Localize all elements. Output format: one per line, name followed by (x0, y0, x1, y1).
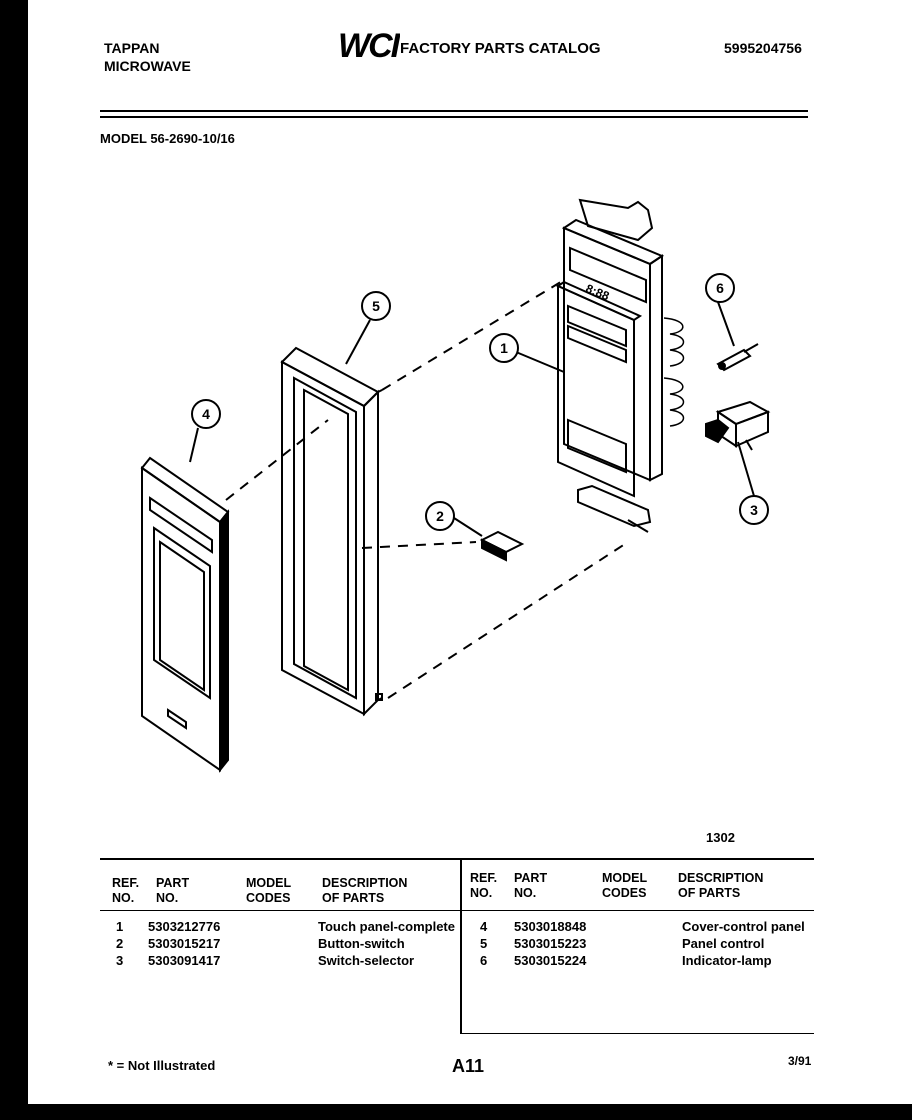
table-header-rule-right (462, 910, 814, 911)
part-1-touch-panel (555, 198, 685, 533)
table-rule-bottom (462, 1033, 814, 1034)
catalog-sheet: TAPPAN MICROWAVE WCI FACTORY PARTS CATAL… (28, 0, 912, 1104)
row-part: 5303015217 (148, 936, 221, 951)
right-header-desc: DESCRIPTION OF PARTS (678, 871, 764, 900)
header-rule-top (100, 110, 808, 112)
header-rule-bottom (100, 116, 808, 118)
callout-1-circle (489, 333, 519, 363)
left-header-ref: REF. NO. (112, 876, 140, 905)
wci-logo-text: WCI (338, 28, 400, 64)
not-illustrated-note: * = Not Illustrated (108, 1058, 216, 1073)
model-number: MODEL 56-2690-10/16 (100, 131, 235, 146)
row-ref: 6 (480, 953, 488, 968)
callout-5-label: 5 (372, 298, 380, 314)
row-part: 5303015223 (514, 936, 587, 951)
exploded-diagram: 1 2 3 4 5 6 8:88 (140, 198, 771, 773)
page-number: A11 (452, 1056, 485, 1076)
part-3-switch-selector (705, 400, 771, 451)
row-desc: Panel control (682, 936, 765, 951)
row-ref: 4 (480, 919, 488, 934)
row-part: 5303018848 (514, 919, 587, 934)
callout-2-circle (425, 501, 455, 531)
assembly-lines (225, 279, 629, 699)
callout-4-label: 4 (202, 406, 210, 422)
row-desc: Cover-control panel (682, 919, 805, 934)
right-header-part: PART NO. (514, 871, 548, 900)
row-desc: Indicator-lamp (682, 953, 772, 968)
row-desc: Touch panel-complete (318, 919, 455, 934)
left-header-part: PART NO. (156, 876, 190, 905)
row-desc: Button-switch (318, 936, 405, 951)
callout-5-circle (361, 291, 391, 321)
callout-3-label: 3 (750, 502, 758, 518)
callout-6-circle (705, 273, 735, 303)
right-header-codes: MODEL CODES (602, 871, 648, 900)
row-ref: 2 (116, 936, 124, 951)
row-ref: 1 (116, 919, 124, 934)
callout-2-label: 2 (436, 508, 444, 524)
row-ref: 5 (480, 936, 488, 951)
callout-6-label: 6 (716, 280, 724, 296)
callout-4-circle (191, 399, 221, 429)
left-header-codes: MODEL CODES (246, 876, 292, 905)
table-rule-top (100, 858, 814, 860)
part-5-panel-control (280, 346, 383, 717)
callout-3-circle (739, 495, 769, 525)
wci-logo: WCI (336, 27, 404, 65)
part-6-indicator-lamp (716, 343, 759, 372)
catalog-title: FACTORY PARTS CATALOG (400, 40, 601, 57)
part-2-button-switch (479, 530, 525, 562)
row-part: 5303091417 (148, 953, 221, 968)
left-header-desc: DESCRIPTION OF PARTS (322, 876, 408, 905)
row-ref: 3 (116, 953, 124, 968)
brand-line-2: MICROWAVE (104, 58, 191, 74)
row-part: 5303212776 (148, 919, 221, 934)
right-header-ref: REF. NO. (470, 871, 498, 900)
row-part: 5303015224 (514, 953, 587, 968)
catalog-number: 5995204756 (724, 40, 802, 56)
brand-line-1: TAPPAN (104, 40, 160, 56)
figure-number: 1302 (706, 830, 735, 845)
table-divider (460, 858, 462, 1034)
callout-1-label: 1 (500, 340, 508, 356)
table-header-rule-left (100, 910, 460, 911)
part-4-cover-control-panel (140, 456, 230, 773)
catalog-date: 3/91 (788, 1054, 812, 1068)
row-desc: Switch-selector (318, 953, 415, 968)
